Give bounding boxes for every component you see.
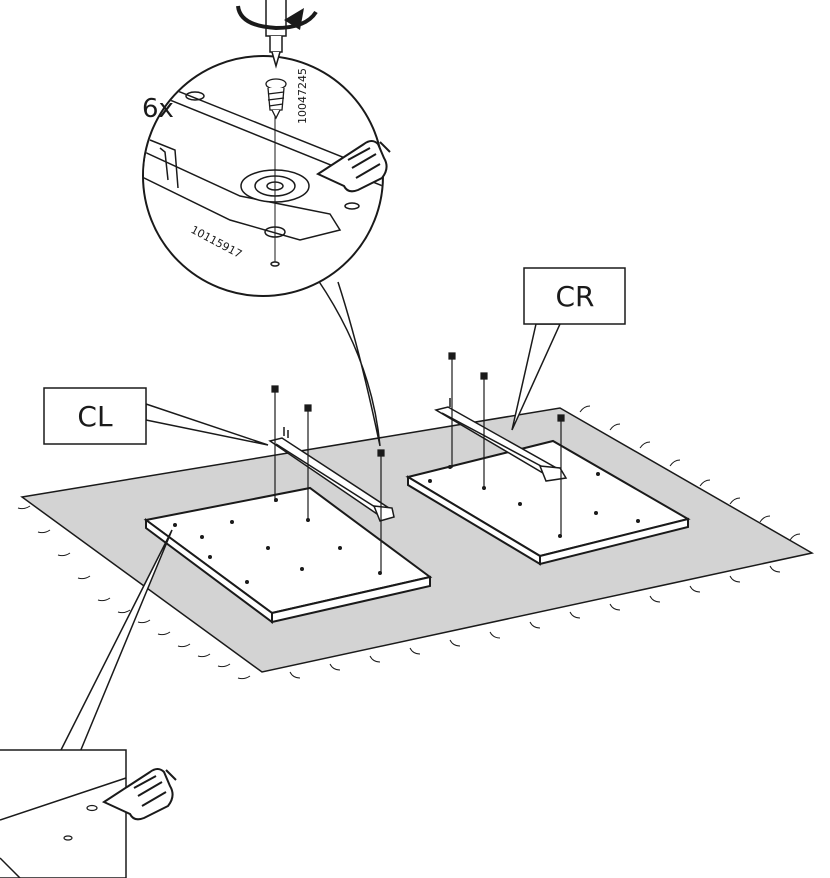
corner-detail	[0, 529, 173, 878]
panel-cl	[143, 486, 433, 624]
rug-fringe	[17, 405, 801, 680]
panel-cr	[405, 439, 691, 566]
rail-cr	[434, 398, 568, 482]
detail-magnifier: 10047245 10115917	[142, 55, 384, 447]
callout-cl: CL	[43, 387, 269, 446]
label-cr: CR	[555, 280, 594, 313]
rail-cl	[268, 427, 395, 522]
pointing-hand-icon-bottom	[101, 768, 177, 821]
quantity-label: 6x	[142, 94, 174, 124]
rug	[17, 405, 815, 680]
screw-part-number: 10047245	[296, 68, 309, 124]
screws-cl	[271, 385, 385, 572]
callout-cr: CR	[511, 267, 626, 431]
screws-cr	[448, 352, 565, 537]
pointing-hand-icon	[315, 140, 391, 193]
label-cl: CL	[77, 400, 113, 433]
rotation-arrow-icon	[236, 5, 318, 31]
screw-icon	[265, 78, 287, 120]
